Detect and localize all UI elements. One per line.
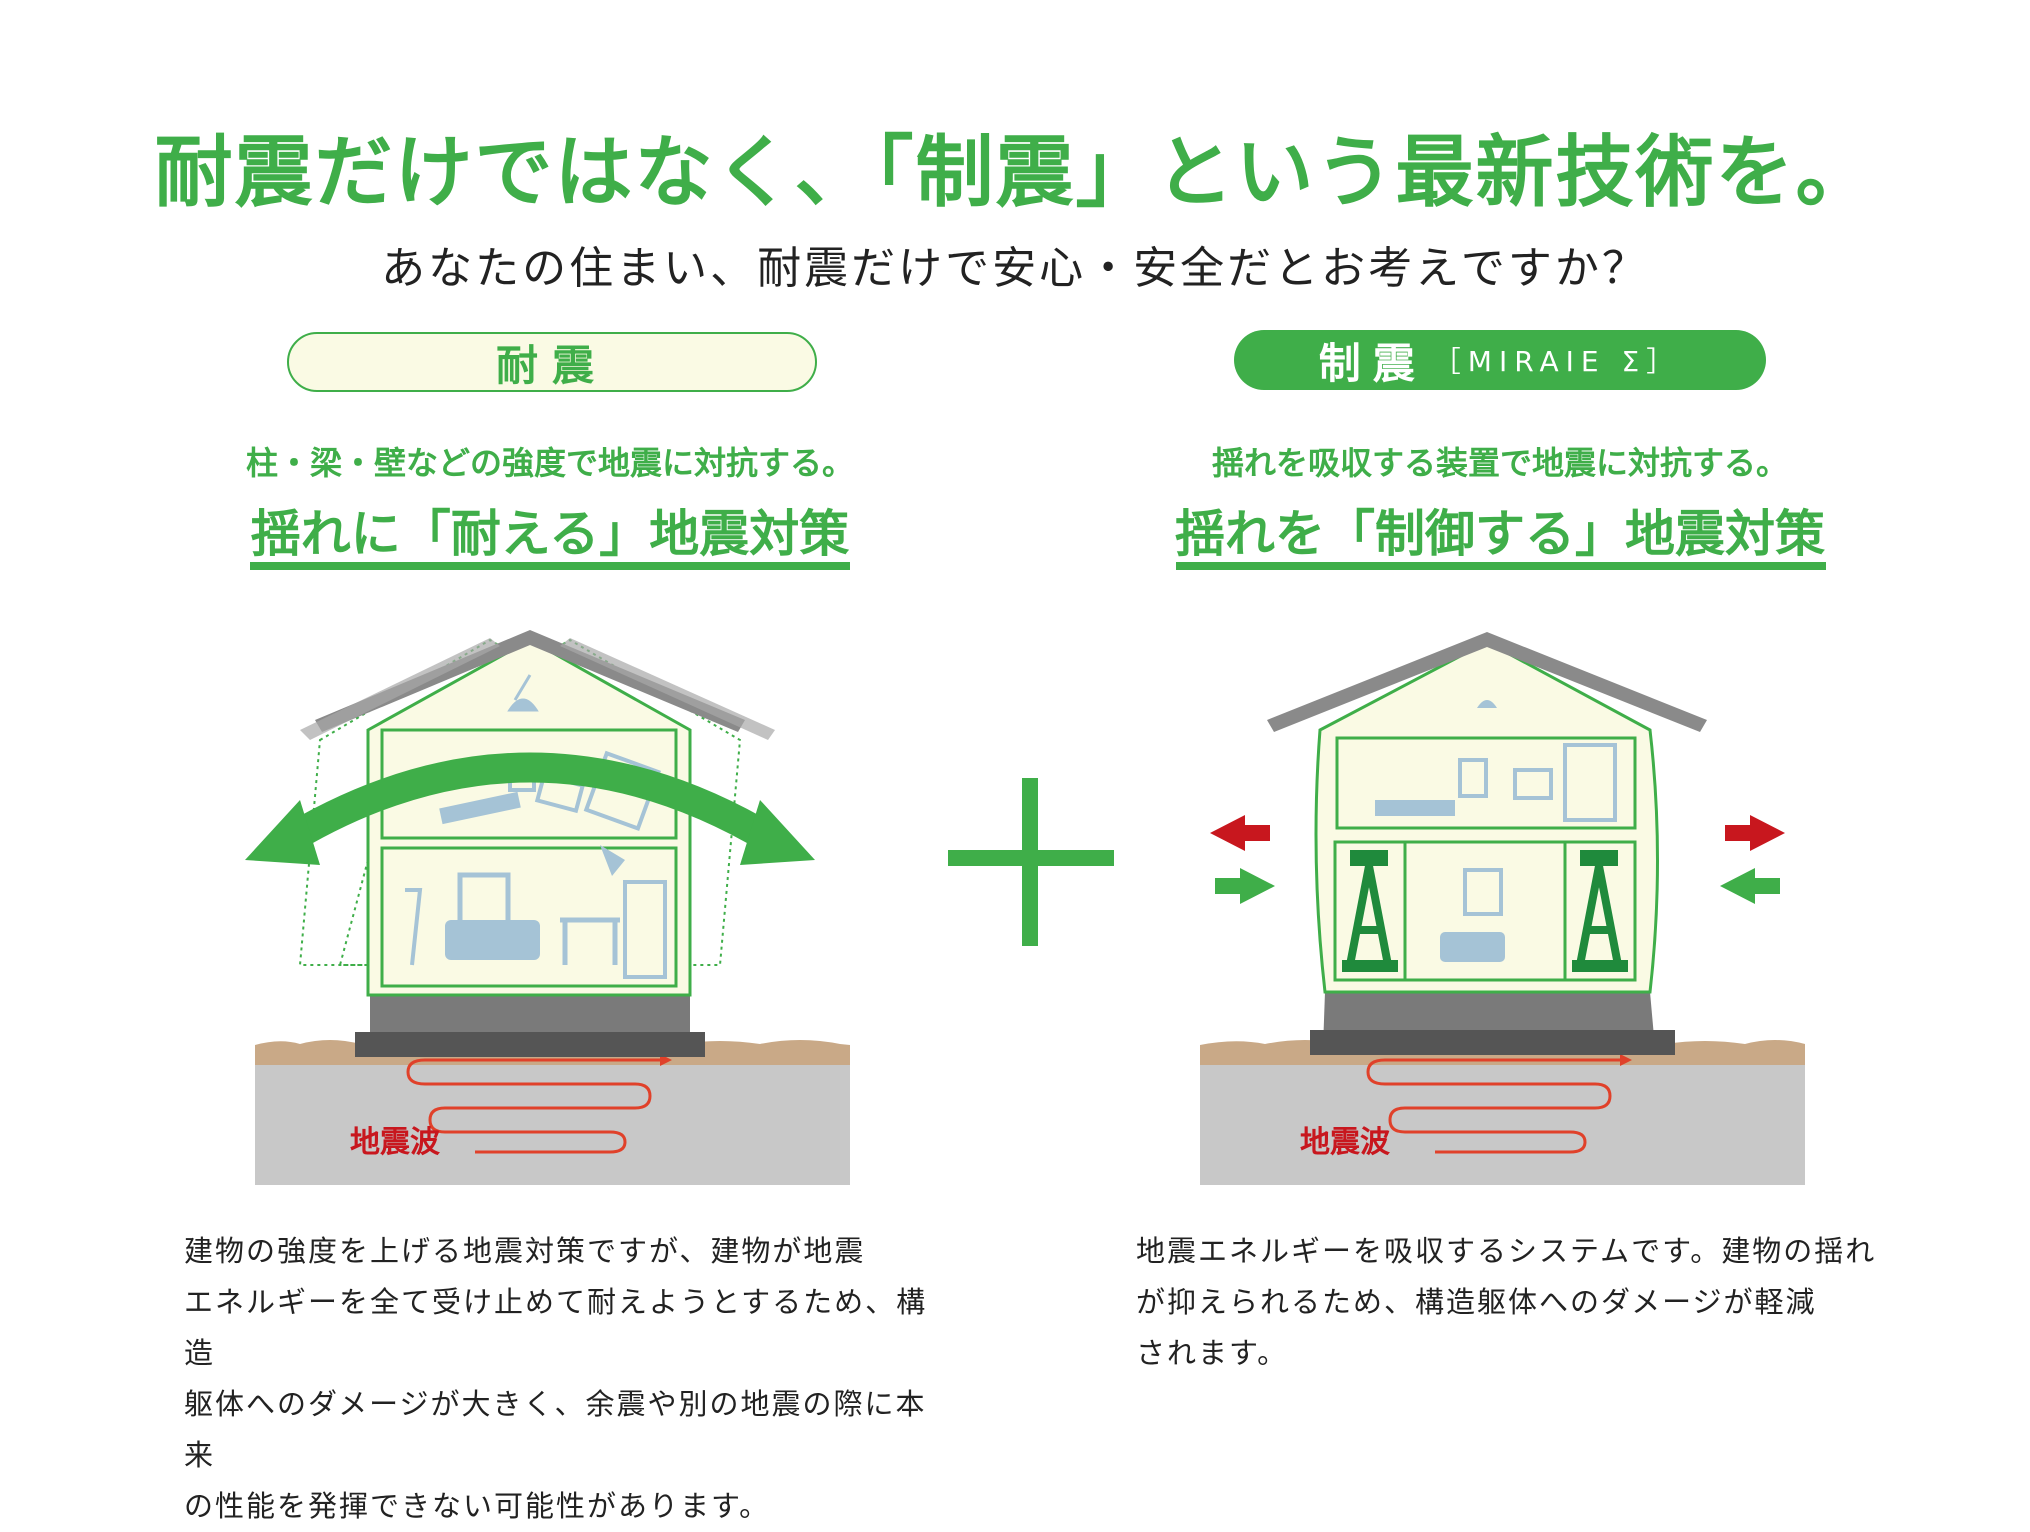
lower-floor: [1333, 840, 1637, 982]
house-body: [1314, 640, 1659, 994]
left-underline: [250, 562, 850, 570]
sway-outline-left: [298, 638, 682, 966]
lamp-icon: [1477, 700, 1497, 708]
taishin-label: 耐震: [287, 332, 817, 392]
wave-arrowhead: [1620, 1054, 1632, 1066]
bed-icon: [439, 791, 521, 825]
fridge-icon: [623, 880, 667, 979]
right-desc-line: されます。: [1136, 1336, 1289, 1370]
damper-icon: [1342, 850, 1398, 972]
seismic-wave: [406, 1058, 660, 1154]
force-arrow-icon: [1210, 815, 1270, 851]
roof-sway-right: [560, 638, 775, 740]
swing-arrow-head-left: [245, 800, 320, 865]
ground-layer: [255, 1055, 850, 1185]
ground-layer: [1200, 1055, 1805, 1185]
page-title: 耐震だけではなく、「制震」という最新技術を。: [154, 128, 1876, 218]
seismic-wave: [1366, 1058, 1620, 1154]
lower-floor: [380, 846, 678, 988]
left-desc-line: 建物の強度を上げる地震対策ですが、建物が地震: [184, 1234, 866, 1268]
pendant-lamp-icon: [600, 845, 625, 876]
damper-icon-right: [1572, 850, 1628, 972]
force-arrow-icon-out-right: [1725, 815, 1785, 851]
left-desc-line: 躯体へのダメージが大きく、余震や別の地震の際に本来: [184, 1387, 927, 1472]
page-subtitle: あなたの住まい、耐震だけで安心・安全だとお考えですか？: [381, 243, 1649, 294]
right-lead-text: 揺れを吸収する装置で地震に対抗する。: [1211, 444, 1788, 482]
seishin-house-diagram: 地震波: [1200, 632, 1805, 1185]
window-upper: [1458, 758, 1488, 798]
left-desc-line: エネルギーを全て受け止めて耐えようとするため、構造: [184, 1285, 928, 1370]
seishin-label-main: 制震: [1318, 338, 1427, 388]
bed-icon: [1375, 800, 1455, 816]
left-wave-label: 地震波: [350, 1125, 441, 1160]
right-heading: 揺れを「制御する」地震対策: [1175, 505, 1825, 563]
right-desc-line: 地震エネルギーを吸収するシステムです。建物の揺れ: [1136, 1234, 1877, 1268]
roof-sway-left: [300, 638, 500, 740]
sofa-icon: [445, 920, 540, 960]
floor-lamp-icon: [405, 888, 423, 966]
dining-set-icon: [560, 917, 620, 965]
lamp-icon: [507, 674, 539, 712]
right-underline: [1176, 562, 1826, 570]
seishin-label-sub: ［MIRAIE Σ］: [1432, 345, 1682, 378]
swing-arrow-icon: [272, 752, 788, 858]
upper-floor: [1335, 736, 1637, 830]
shelf-icon: [1563, 743, 1617, 822]
force-arrow-icon-in-left: [1215, 868, 1275, 904]
left-desc-line: の性能を発揮できない可能性があります。: [184, 1489, 771, 1523]
right-description: 地震エネルギーを吸収するシステムです。建物の揺れ が抑えられるため、構造躯体への…: [1136, 1226, 1896, 1379]
taishin-house-diagram: 地震波: [245, 630, 850, 1185]
foundation-base: [355, 1032, 705, 1057]
left-heading: 揺れに「耐える」地震対策: [250, 505, 850, 563]
seishin-label: 制震 ［MIRAIE Σ］: [1234, 330, 1766, 390]
plus-icon-vertical: [1022, 778, 1038, 946]
right-desc-line: が抑えられるため、構造躯体へのダメージが軽減: [1136, 1285, 1817, 1319]
foundation-base: [1310, 1030, 1675, 1055]
right-wave-label: 地震波: [1300, 1125, 1391, 1160]
left-lead-text: 柱・梁・壁などの強度で地震に対抗する。: [245, 444, 854, 482]
window-lower: [1463, 868, 1503, 916]
tv-icon: [1513, 768, 1553, 800]
sofa-icon: [1440, 932, 1505, 962]
left-description: 建物の強度を上げる地震対策ですが、建物が地震 エネルギーを全て受け止めて耐えよう…: [184, 1226, 944, 1532]
swing-arrow-head-right: [740, 800, 815, 865]
force-arrow-icon-in-right: [1720, 868, 1780, 904]
